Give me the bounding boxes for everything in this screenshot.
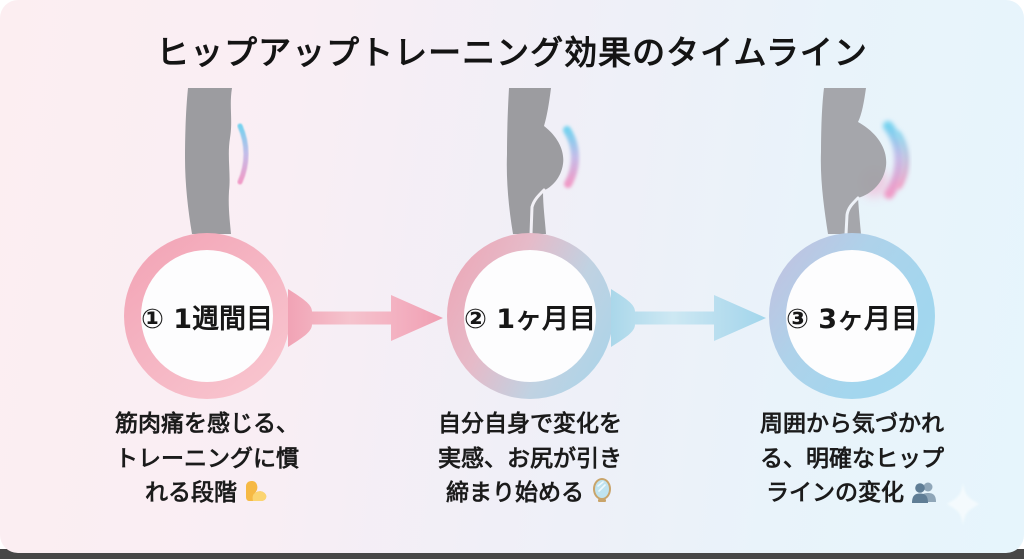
stage-3-label: ③ 3ヶ月目	[785, 303, 919, 335]
stage-3-description: 周囲から気づかれ る、明確なヒップ ラインの変化	[722, 407, 982, 515]
arrow-stage1-to-stage2	[288, 289, 443, 347]
stage-2-desc-line-3-text: 締まり始める	[446, 480, 584, 506]
stage-3-desc-line-2: る、明確なヒップ	[760, 445, 944, 472]
stage-3-column: ③ 3ヶ月目 周囲から気づかれ る、明確なヒップ ラインの変化	[722, 0, 982, 553]
mirror-icon	[590, 478, 614, 515]
stage-3-desc-line-3: ラインの変化	[722, 476, 982, 515]
stage-1-desc-line-3-text: れる段階	[145, 480, 237, 506]
page-title: ヒップアップトレーニング効果のタイムライン	[156, 33, 868, 72]
stage-3-desc-line-1: 周囲から気づかれ	[760, 411, 944, 437]
stage-2-description: 自分自身で変化を 実感、お尻が引き 締まり始める	[400, 407, 660, 515]
stage-1-desc-line-2: トレーニングに慣	[115, 445, 299, 472]
hip-silhouette-stage-3	[820, 88, 909, 236]
sparkle-icon	[947, 483, 979, 525]
bottom-edge-strip	[0, 549, 1024, 559]
flexed-biceps-icon	[243, 478, 269, 515]
stage-2-column: ② 1ヶ月目 自分自身で変化を 実感、お尻が引き 締まり始める	[400, 0, 660, 553]
stage-1-column: ① 1週間目 筋肉痛を感じる、 トレーニングに慣 れる段階	[77, 0, 337, 553]
stage-1-circle: ① 1週間目	[124, 233, 290, 399]
busts-in-silhouette-icon	[910, 480, 938, 515]
hip-silhouette-stage-1	[185, 88, 249, 234]
stage-1-description: 筋肉痛を感じる、 トレーニングに慣 れる段階	[77, 407, 337, 515]
stage-3-circle-inner: ③ 3ヶ月目	[786, 250, 918, 382]
stage-1-label: ① 1週間目	[140, 303, 274, 335]
stage-2-desc-line-1: 自分自身で変化を	[438, 411, 622, 437]
stage-2-desc-line-3: 締まり始める	[400, 476, 660, 515]
stage-1-desc-line-3: れる段階	[77, 476, 337, 515]
stage-2-circle-inner: ② 1ヶ月目	[464, 250, 596, 382]
stage-3-desc-line-3-text: ラインの変化	[766, 480, 904, 506]
arrow-stage2-to-stage3	[611, 289, 766, 347]
stage-3-circle: ③ 3ヶ月目	[769, 233, 935, 399]
stage-2-circle: ② 1ヶ月目	[447, 233, 613, 399]
stage-2-desc-line-2: 実感、お尻が引き	[438, 445, 622, 472]
stage-1-circle-inner: ① 1週間目	[141, 250, 273, 382]
stage-2-label: ② 1ヶ月目	[463, 303, 597, 335]
hip-silhouette-stage-2	[506, 88, 579, 236]
stage-1-desc-line-1: 筋肉痛を感じる、	[115, 411, 299, 437]
